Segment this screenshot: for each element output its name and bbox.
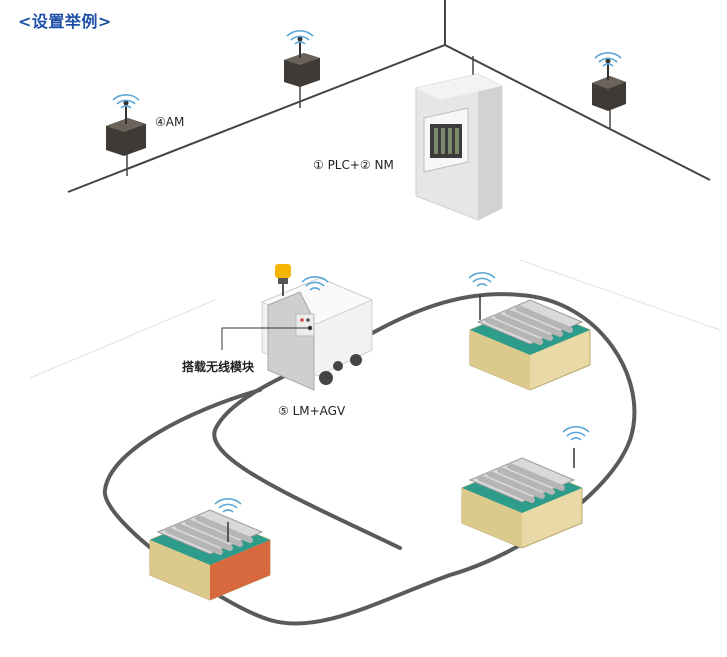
access-point-2 bbox=[284, 30, 320, 87]
label-plc-nm: ① PLC+② NM bbox=[313, 158, 394, 172]
label-lm-agv: ⑤ LM+AGV bbox=[278, 404, 346, 418]
agv-vehicle bbox=[260, 277, 374, 391]
access-point-3 bbox=[592, 52, 626, 111]
access-point-am bbox=[106, 94, 146, 156]
conveyor-station-2 bbox=[461, 426, 590, 549]
page-title: <设置举例> bbox=[18, 12, 112, 31]
conveyor-station-1 bbox=[468, 272, 591, 391]
label-wireless-module: 搭载无线模块 bbox=[182, 360, 255, 374]
warning-beacon-icon bbox=[275, 264, 291, 296]
plc-cabinet bbox=[415, 73, 503, 221]
module-callout-line bbox=[221, 327, 310, 350]
conveyor-station-3 bbox=[149, 498, 271, 601]
label-am: ④AM bbox=[155, 115, 185, 129]
